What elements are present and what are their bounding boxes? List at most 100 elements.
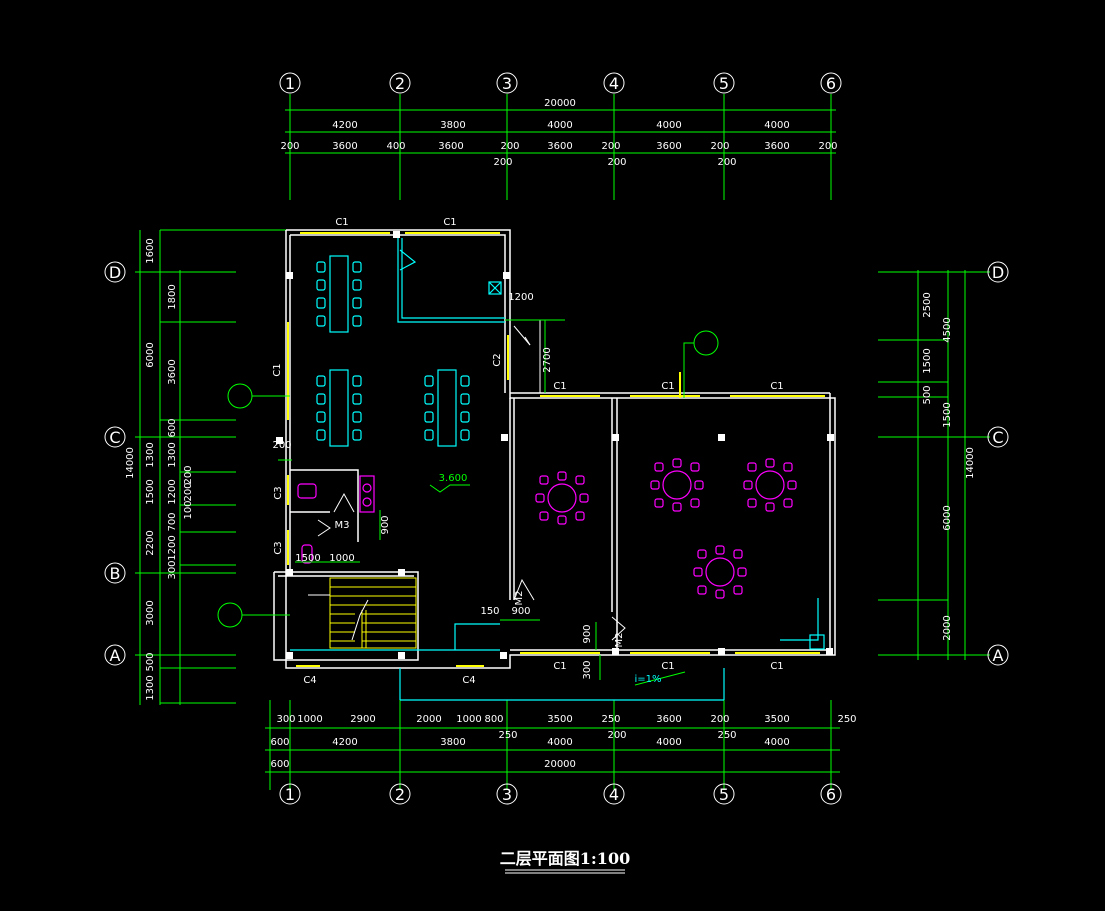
axis-label-col-5-bottom: 5 [719, 785, 729, 804]
axis-label-col-1: 1 [285, 74, 295, 93]
dim-top-detail-5: 200 [500, 141, 519, 152]
window-c1-bottom-a: C1 [553, 661, 566, 672]
doors [317, 319, 626, 641]
dim-left-inner-10: 300 [167, 560, 178, 579]
axis-label-row-b: B [110, 564, 121, 583]
axis-label-col-3-bottom: 3 [502, 785, 512, 804]
dim-bottom-detail-9: 3600 [656, 714, 681, 725]
windows [287, 232, 825, 667]
dim-top-detail-11: 200 [818, 141, 837, 152]
dim-top-detail-1: 200 [280, 141, 299, 152]
annotation-lines [217, 319, 719, 686]
dim-top-detail-9: 200 [710, 141, 729, 152]
dim-bottom-sub-3: 250 [717, 730, 736, 741]
dim-bottom-span-5: 4000 [764, 737, 789, 748]
axis-label-row-c-right: C [992, 428, 1003, 447]
dim-left-outer-2: 6000 [145, 342, 156, 367]
dim-top-detail-8: 3600 [656, 141, 681, 152]
dim-top-span-1: 4200 [332, 120, 357, 131]
dim-right-total: 14000 [965, 447, 976, 479]
dim-bottom-detail-11: 3500 [764, 714, 789, 725]
dim-bottom-detail-6: 800 [484, 714, 503, 725]
window-c1-bottom-c: C1 [770, 661, 783, 672]
axis-label-row-a: A [110, 646, 121, 665]
dim-bottom-detail-2: 1000 [297, 714, 322, 725]
door-m2-b: M2 [614, 633, 625, 648]
dim-right-b-1: 4500 [942, 317, 953, 342]
dim-right-a-2: 1500 [922, 348, 933, 373]
dim-note-200: 200 [272, 440, 291, 451]
dim-bottom-span-1: 4200 [332, 737, 357, 748]
window-c2: C2 [492, 353, 503, 366]
dim-left-inner-4: 1300 [167, 442, 178, 467]
dim-top-sub-3: 200 [717, 157, 736, 168]
window-c1-mid-c: C1 [770, 381, 783, 392]
dim-left-outer-5: 1300 [145, 675, 156, 700]
axis-label-col-4: 4 [609, 74, 619, 93]
axis-label-col-1-bottom: 1 [285, 785, 295, 804]
dim-left-total: 14000 [125, 447, 136, 479]
dim-top-span-2: 3800 [440, 120, 465, 131]
dim-top-detail-6: 3600 [547, 141, 572, 152]
axis-label-col-2: 2 [395, 74, 405, 93]
dim-bottom-detail-10: 200 [710, 714, 729, 725]
dim-left-inner-1: 1800 [167, 284, 178, 309]
axis-label-col-6: 6 [826, 74, 836, 93]
dim-left-inner-9: 1200 [167, 535, 178, 560]
dim-note-1500: 1500 [295, 553, 320, 564]
dim-top-span-5: 4000 [764, 120, 789, 131]
door-m3: M3 [335, 520, 350, 531]
window-c1-top-b: C1 [443, 217, 456, 228]
dim-right-a-3: 500 [922, 385, 933, 404]
dim-left-inner-5: 200 [183, 465, 194, 484]
dim-bottom-total: 20000 [544, 759, 576, 770]
round-tables [297, 458, 797, 599]
window-c1-left: C1 [272, 363, 283, 376]
dim-left-extra-3: 1500 [145, 479, 156, 504]
dim-note-900-a: 900 [380, 515, 391, 534]
dim-right-a-4: 6000 [942, 505, 953, 530]
dim-left-inner-2: 3600 [167, 359, 178, 384]
dim-bottom-detail-3: 2900 [350, 714, 375, 725]
slope-label: i=1% [634, 674, 661, 685]
dim-top-span-3: 4000 [547, 120, 572, 131]
window-c1-top-a: C1 [335, 217, 348, 228]
dim-top-total: 20000 [544, 98, 576, 109]
dim-right-a-5: 2000 [942, 615, 953, 640]
dim-left-extra-1: 1300 [145, 442, 156, 467]
window-c4-b: C4 [462, 675, 475, 686]
door-m2-a: M2 [514, 591, 525, 606]
dim-top-detail-10: 3600 [764, 141, 789, 152]
axis-label-col-5: 5 [719, 74, 729, 93]
dim-note-2700: 2700 [542, 347, 553, 372]
dim-note-150: 150 [480, 606, 499, 617]
dim-left-outer-4: 3000 [145, 600, 156, 625]
dim-left-outer-1: 1600 [145, 238, 156, 263]
axis-label-row-a-right: A [993, 646, 1004, 665]
dim-note-1200: 1200 [508, 292, 533, 303]
dim-bottom-detail-4: 2000 [416, 714, 441, 725]
furniture-meeting [290, 238, 825, 701]
dim-bottom-span-3: 4000 [547, 737, 572, 748]
dim-top-span-4: 4000 [656, 120, 681, 131]
dim-bottom-span-2: 3800 [440, 737, 465, 748]
window-c1-mid-a: C1 [553, 381, 566, 392]
window-c3-b: C3 [273, 541, 284, 554]
dim-bottom-detail-5: 1000 [456, 714, 481, 725]
dim-bottom-left-1: 600 [270, 737, 289, 748]
walls [273, 229, 836, 669]
dim-left-inner-3: 600 [167, 418, 178, 437]
window-c3-a: C3 [273, 486, 284, 499]
axis-label-row-d-right: D [992, 263, 1004, 282]
dim-left-outer-6: 500 [145, 652, 156, 671]
column-markers [276, 231, 834, 659]
dim-bottom-detail-1: 300 [276, 714, 295, 725]
drawing-title: 二层平面图1:100 [500, 849, 630, 868]
axis-bubbles [104, 72, 1009, 805]
dim-bottom-detail-12: 250 [837, 714, 856, 725]
dim-bottom-detail-8: 250 [601, 714, 620, 725]
stair-arrow [308, 594, 369, 641]
axis-label-col-6-bottom: 6 [826, 785, 836, 804]
dim-top-detail-2: 3600 [332, 141, 357, 152]
